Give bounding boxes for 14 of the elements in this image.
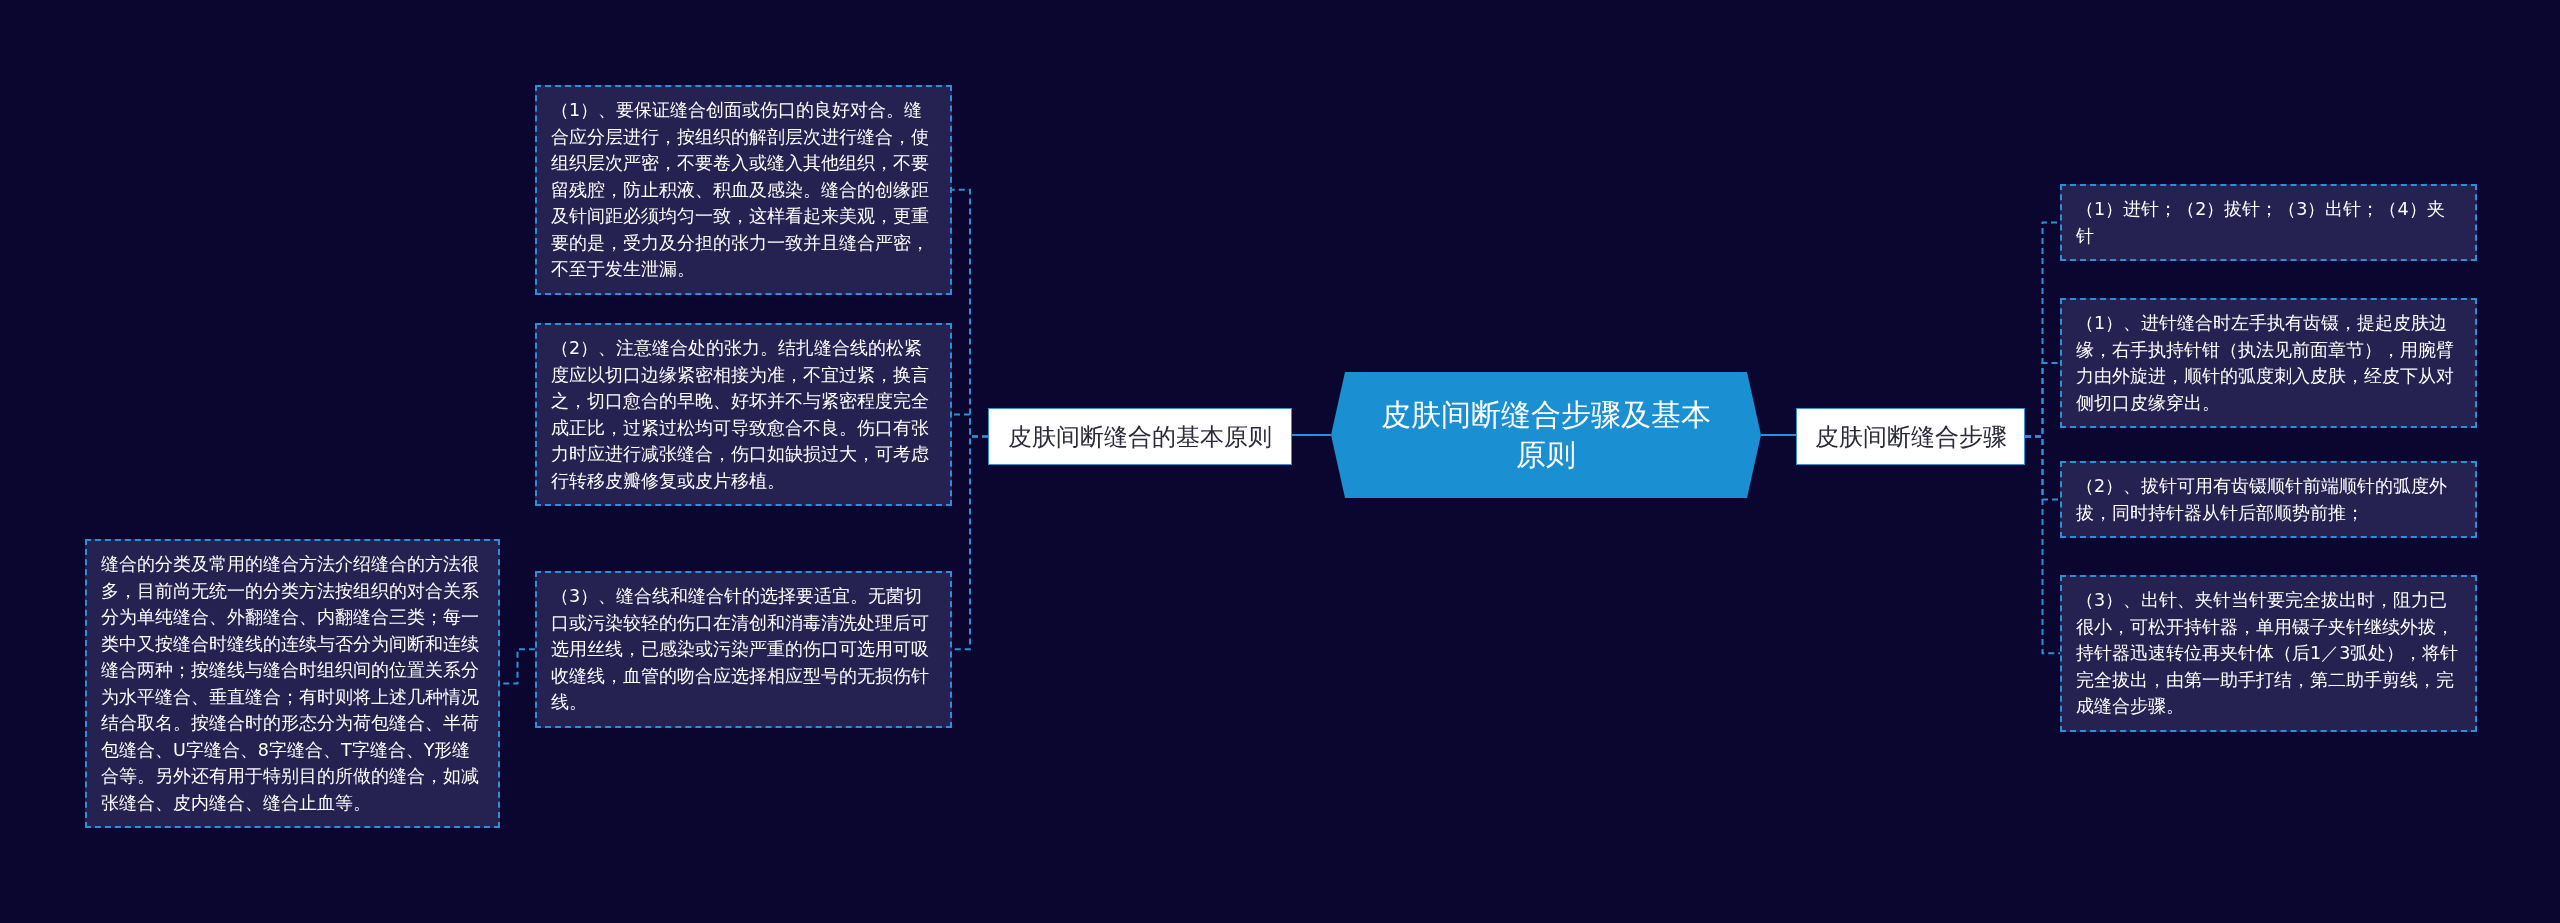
note-box: （1）、进针缝合时左手执有齿镊，提起皮肤边缘，右手执持针钳（执法见前面章节），用腕臂力由外旋进，顺针的弧度刺入皮肤，经皮下从对侧切口皮缘穿出。: [2060, 298, 2477, 428]
connector-line: [1291, 434, 1332, 436]
note-box: （1）进针；（2）拔针；（3）出针；（4）夹针: [2060, 184, 2477, 261]
note-box: （3）、出针、夹针当针要完全拔出时，阻力已很小，可松开持针器，单用镊子夹针继续外拔，持针器迅速转位再夹针体（后1／3弧处），将针完全拔出，由第一助手打结，第二助手剪线，完成缝合步骤。: [2060, 575, 2477, 732]
note-box: （2）、拔针可用有齿镊顺针前端顺针的弧度外拔，同时持针器从针后部顺势前推；: [2060, 461, 2477, 538]
note-box: 缝合的分类及常用的缝合方法介绍缝合的方法很多，目前尚无统一的分类方法按组织的对合关系分为单纯缝合、外翻缝合、内翻缝合三类；每一类中又按缝合时缝线的连续与否分为间断和连续缝合两种；按缝线与缝合时组织间的位置关系分为水平缝合、垂直缝合；有时则将上述几种情况结合取名。按缝合时的形态分为荷包缝合、半荷包缝合、U字缝合、8字缝合、T字缝合、Y形缝合等。另外还有用于特别目的所做的缝合，如减张缝合、皮内缝合、缝合止血等。: [85, 539, 500, 828]
central-topic-hexagon: 皮肤间断缝合步骤及基本原则: [1331, 372, 1761, 498]
note-box: （2）、注意缝合处的张力。结扎缝合线的松紧度应以切口边缘紧密相接为准，不宜过紧，换言之，切口愈合的早晚、好坏并不与紧密程度完全成正比，过紧过松均可导致愈合不良。伤口有张力时应进行减张缝合，伤口如缺损过大，可考虑行转移皮瓣修复或皮片移植。: [535, 323, 952, 506]
branch-topic-box: 皮肤间断缝合的基本原则: [988, 408, 1292, 465]
note-box: （3）、缝合线和缝合针的选择要适宜。无菌切口或污染较轻的伤口在清创和消毒清洗处理后可选用丝线，已感染或污染严重的伤口可选用可吸收缝线，血管的吻合应选择相应型号的无损伤针线。: [535, 571, 952, 728]
note-box: （1）、要保证缝合创面或伤口的良好对合。缝合应分层进行，按组织的解剖层次进行缝合，使组织层次严密，不要卷入或缝入其他组织，不要留残腔，防止积液、积血及感染。缝合的创缘距及针间距必须均匀一致，这样看起来美观，更重要的是，受力及分担的张力一致并且缝合严密，不至于发生泄漏。: [535, 85, 952, 295]
connector-line: [2024, 435, 2061, 655]
branch-topic-box: 皮肤间断缝合步骤: [1796, 408, 2025, 465]
connector-line: [1760, 434, 1797, 436]
